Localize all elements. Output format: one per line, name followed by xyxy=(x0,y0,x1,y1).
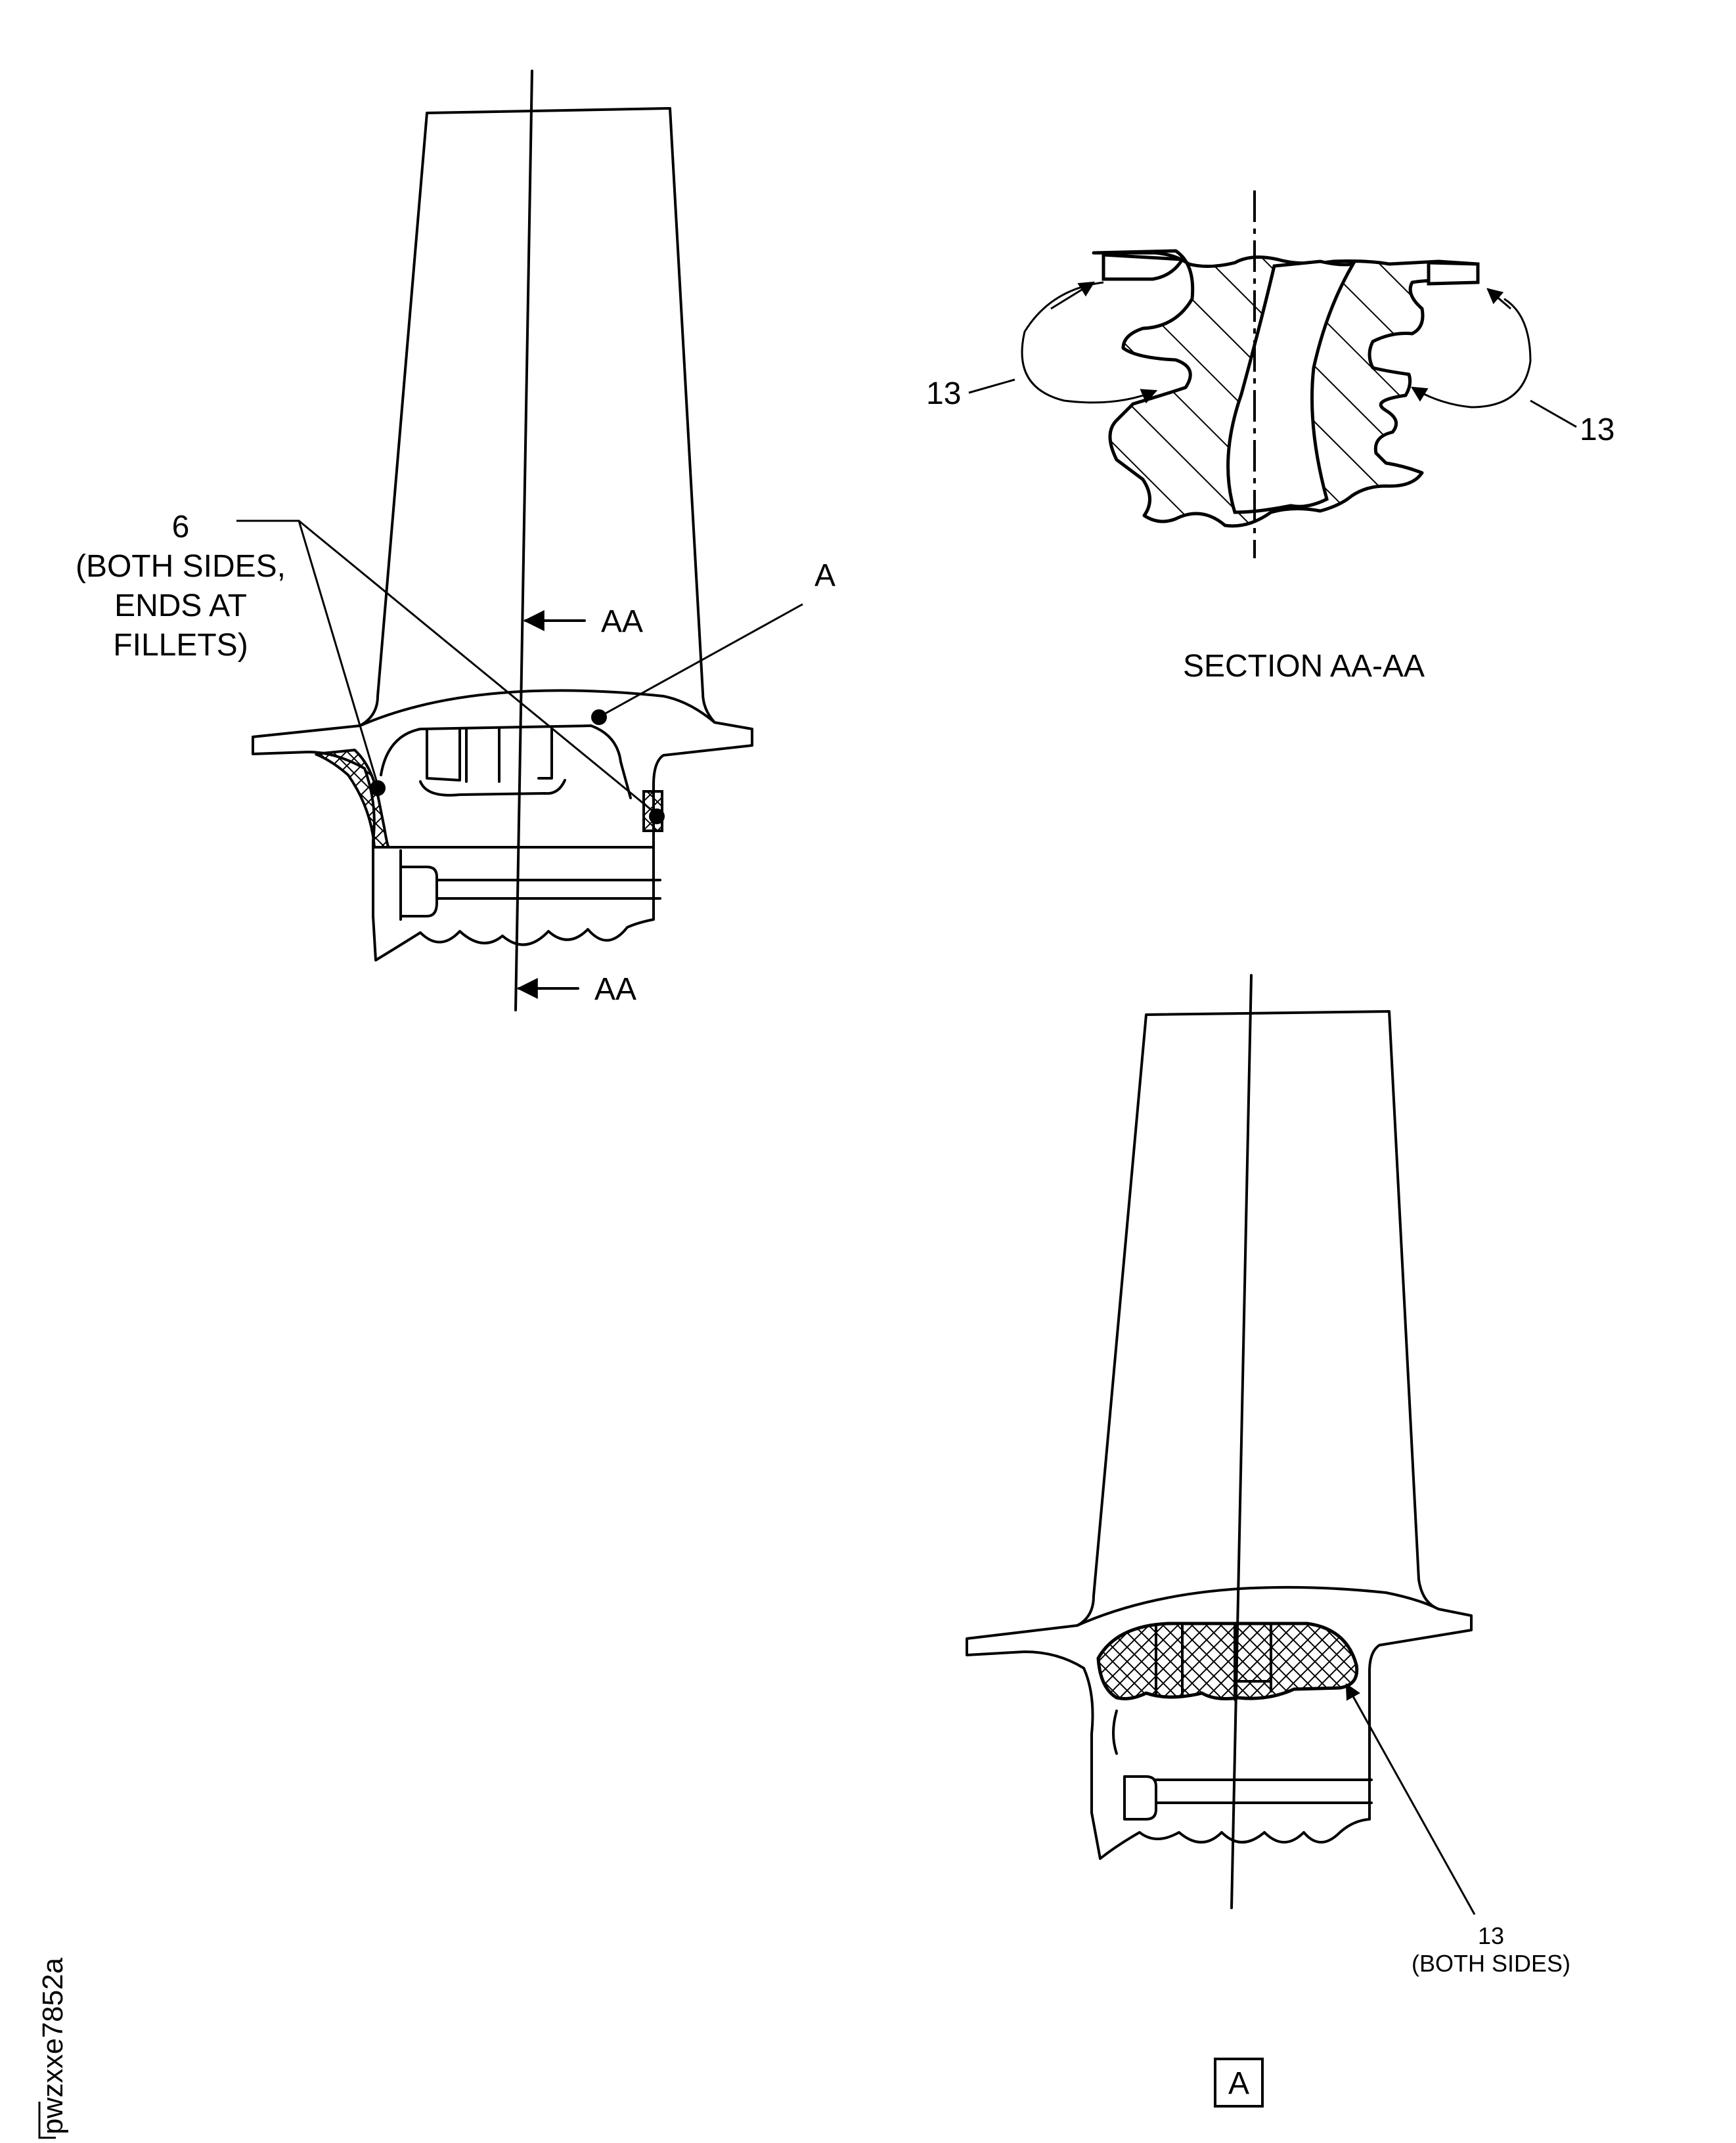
section-pocket-right xyxy=(1427,261,1480,286)
section-title: SECTION AA-AA xyxy=(1183,649,1425,684)
section-pocket-left xyxy=(1102,253,1186,281)
detail-callout-leader xyxy=(1345,1683,1476,1915)
section-arrow-left-top xyxy=(1050,281,1096,310)
pocket-ribs xyxy=(419,728,566,797)
section-cut-label-bottom: AA xyxy=(594,972,636,1007)
view-a-leader xyxy=(600,603,803,717)
shank-outline xyxy=(373,846,661,921)
figure-id: pwzxxe7852a xyxy=(37,1957,69,2134)
view-a-reference: A xyxy=(814,558,835,593)
detail-callout-note: (BOTH SIDES) xyxy=(1412,1950,1570,1977)
platform-pocket xyxy=(380,724,632,799)
section-loop-left xyxy=(1021,281,1158,404)
section-aa-view xyxy=(968,190,1577,558)
section-loop-right xyxy=(1410,298,1532,409)
callout-6-dot-left xyxy=(370,780,386,796)
callout-6-leader xyxy=(236,519,657,816)
left-fillet-hatch xyxy=(315,748,390,849)
callout-6-number: 6 xyxy=(172,510,190,544)
callout-6-note-line3: FILLETS) xyxy=(113,628,248,663)
detail-view-box xyxy=(1214,2058,1264,2108)
platform-curve xyxy=(359,689,716,727)
callout-6-note-line2: ENDS AT xyxy=(114,588,247,623)
airfoil-outline xyxy=(252,107,753,961)
detail-view-label: A xyxy=(1228,2066,1249,2101)
figure-id-bracket xyxy=(38,2102,56,2139)
callout-6-dot-right xyxy=(649,808,665,824)
main-blade-view xyxy=(236,70,803,1011)
section-cut-label-top: AA xyxy=(601,604,643,639)
section-leader-left xyxy=(968,378,1015,394)
detail-platform-curve xyxy=(1076,1585,1440,1627)
callout-6-note-line1: (BOTH SIDES, xyxy=(76,549,286,584)
section-callout-left: 13 xyxy=(926,376,961,411)
section-core xyxy=(1226,259,1356,514)
detail-centerline xyxy=(1230,974,1253,1909)
detail-hatched-pocket xyxy=(1096,1622,1359,1700)
section-callout-right: 13 xyxy=(1580,412,1614,447)
detail-view-a xyxy=(966,974,1476,1915)
blade-centerline xyxy=(514,70,533,1011)
detail-pocket-ribs xyxy=(1155,1624,1272,1701)
detail-callout-number: 13 xyxy=(1478,1922,1504,1949)
view-a-dot xyxy=(591,709,607,725)
section-leader-right xyxy=(1530,399,1577,428)
detail-airfoil-outline xyxy=(966,1010,1473,1860)
section-arrow-right-top xyxy=(1486,288,1511,310)
detail-shank xyxy=(1112,1710,1373,1821)
